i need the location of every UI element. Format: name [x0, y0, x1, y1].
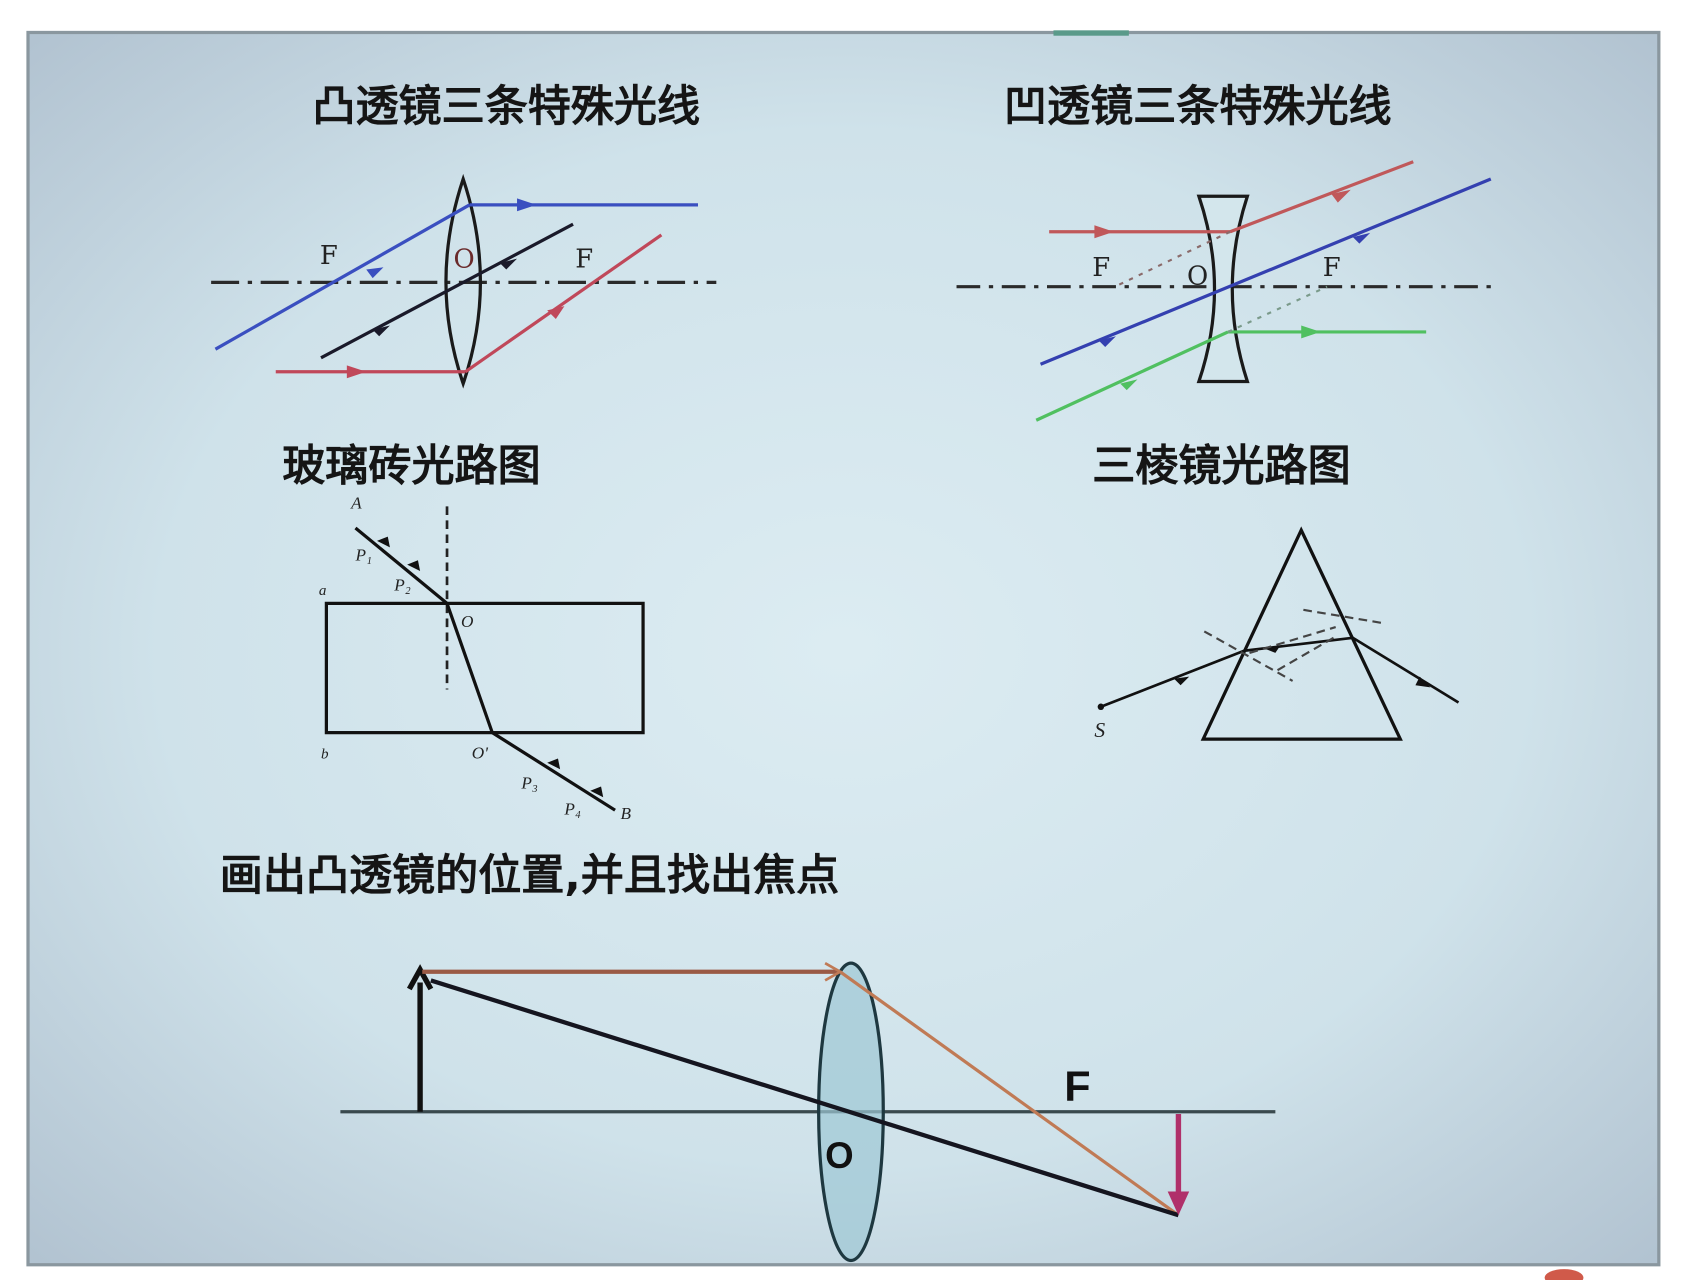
- convex-title: 凸透镜三条特殊光线: [312, 82, 700, 132]
- label-p4: P₄: [563, 800, 581, 819]
- task-f-label: F: [1064, 1063, 1090, 1111]
- label-o: O: [461, 612, 474, 631]
- task-title: 画出凸透镜的位置,并且找出焦点: [220, 851, 839, 901]
- label-p1: P₁: [354, 545, 372, 564]
- label-source-s: S: [1094, 718, 1105, 742]
- label-b-point: B: [620, 804, 631, 823]
- label-a-point: A: [350, 494, 362, 513]
- concave-f-right-label: F: [1323, 253, 1341, 283]
- prism-diagram: 三棱镜光路图 S: [1092, 442, 1460, 742]
- concave-o-label: O: [1187, 262, 1208, 292]
- glass-brick-diagram: 玻璃砖光路图 A P₁ P₂ a O b O' P₃ P₄ B: [282, 442, 645, 823]
- task-diagram: 画出凸透镜的位置,并且找出焦点 F O: [220, 851, 1276, 1263]
- label-p3: P₃: [520, 774, 538, 793]
- convex-f-left-label: F: [320, 241, 338, 271]
- convex-o-label: O: [453, 244, 474, 274]
- concave-f-left-label: F: [1092, 253, 1110, 283]
- label-p2: P₂: [393, 575, 411, 594]
- task-o-label: O: [825, 1135, 853, 1176]
- convex-lens-diagram: 凸透镜三条特殊光线 F O F: [211, 82, 717, 389]
- convex-f-right-label: F: [575, 244, 593, 274]
- prism-title: 三棱镜光路图: [1092, 442, 1350, 492]
- label-b-corner: b: [321, 746, 329, 762]
- concave-title: 凹透镜三条特殊光线: [1004, 82, 1392, 132]
- label-o-prime: O': [472, 743, 488, 762]
- concave-lens-diagram: 凹透镜三条特殊光线 F O F: [956, 82, 1492, 422]
- glass-brick-title: 玻璃砖光路图: [282, 442, 540, 492]
- label-a-corner: a: [319, 583, 327, 599]
